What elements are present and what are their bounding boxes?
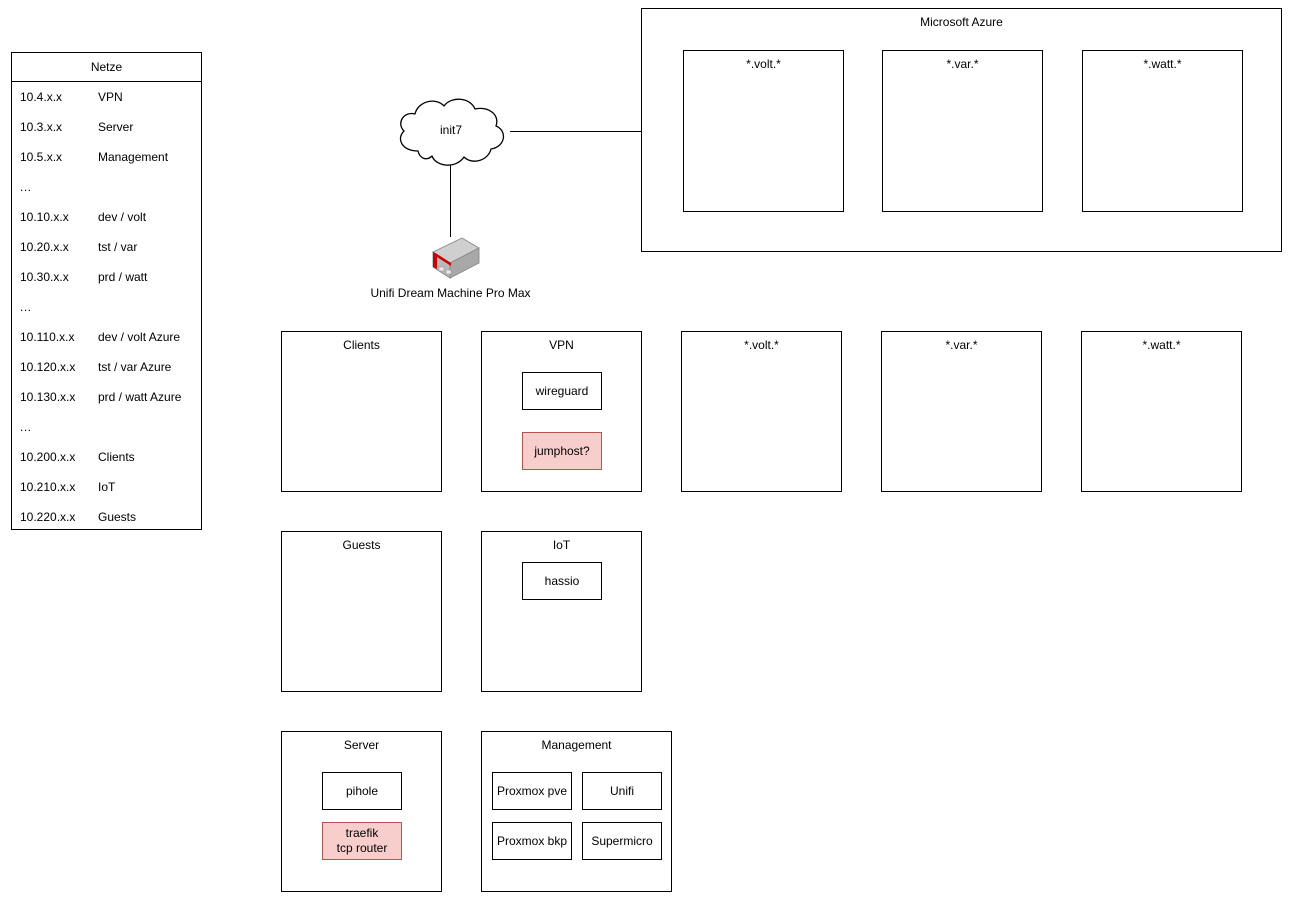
azure-env-var: *.var.* <box>882 50 1043 212</box>
table-row-separator: ... <box>12 412 201 442</box>
service-label: Supermicro <box>591 833 653 848</box>
service-label: pihole <box>345 783 379 798</box>
netze-cidr: 10.10.x.x <box>20 210 69 224</box>
zone-title: Management <box>541 738 612 752</box>
table-row: 10.120.x.x tst / var Azure <box>12 352 201 382</box>
azure-env-watt: *.watt.* <box>1082 50 1243 212</box>
netze-cidr: 10.4.x.x <box>20 90 63 104</box>
table-row: 10.210.x.x IoT <box>12 472 201 502</box>
netze-cidr: ... <box>20 420 32 434</box>
zone-title: *.volt.* <box>744 338 779 352</box>
service-label: Proxmox bkp <box>496 833 568 848</box>
table-row: 10.200.x.x Clients <box>12 442 201 472</box>
zone-clients: Clients <box>281 331 442 492</box>
connector-init7-to-gateway <box>450 165 451 237</box>
service-hassio[interactable]: hassio <box>522 562 602 600</box>
netze-cidr: 10.210.x.x <box>20 480 76 494</box>
netze-label: Management <box>98 150 169 164</box>
zone-title: Server <box>343 738 380 752</box>
service-wireguard[interactable]: wireguard <box>522 372 602 410</box>
azure-env-title: *.var.* <box>946 57 979 71</box>
netze-table-header: Netze <box>12 53 201 82</box>
service-label: hassio <box>544 573 580 588</box>
netze-label: dev / volt Azure <box>98 330 181 344</box>
service-label: jumphost? <box>534 443 590 458</box>
netze-label: dev / volt <box>98 210 147 224</box>
zone-watt: *.watt.* <box>1081 331 1242 492</box>
netze-label: tst / var Azure <box>98 360 172 374</box>
table-row: 10.20.x.x tst / var <box>12 232 201 262</box>
service-label: Unifi <box>609 783 634 798</box>
netze-label: Guests <box>98 510 137 524</box>
table-row: 10.10.x.x dev / volt <box>12 202 201 232</box>
zone-title: Clients <box>343 338 380 352</box>
table-row-separator: ... <box>12 292 201 322</box>
azure-container: Microsoft Azure *.volt.* *.var.* *.watt.… <box>641 8 1282 252</box>
netze-cidr: 10.220.x.x <box>20 510 76 524</box>
table-row: 10.130.x.x prd / watt Azure <box>12 382 201 412</box>
zone-management: Management Proxmox pve Unifi Proxmox bkp… <box>481 731 672 892</box>
table-row: 10.30.x.x prd / watt <box>12 262 201 292</box>
netze-cidr: 10.5.x.x <box>20 150 63 164</box>
firewall-appliance-icon <box>432 237 480 279</box>
zone-title: VPN <box>549 338 574 352</box>
table-row: 10.5.x.x Management <box>12 142 201 172</box>
gateway-caption: Unifi Dream Machine Pro Max <box>370 286 531 300</box>
gateway-device <box>418 236 482 284</box>
service-proxmox-pve[interactable]: Proxmox pve <box>492 772 572 810</box>
zone-title: *.watt.* <box>1142 338 1181 352</box>
service-supermicro[interactable]: Supermicro <box>582 822 662 860</box>
netze-cidr: 10.3.x.x <box>20 120 63 134</box>
netze-cidr: 10.110.x.x <box>20 330 75 344</box>
table-row: 10.4.x.x VPN <box>12 82 201 112</box>
zone-title: Guests <box>342 538 381 552</box>
service-label: Proxmox pve <box>496 783 568 798</box>
service-label: wireguard <box>535 383 589 398</box>
table-row: 10.3.x.x Server <box>12 112 201 142</box>
netze-label: VPN <box>98 90 123 104</box>
netze-cidr: ... <box>20 180 32 194</box>
zone-title: *.var.* <box>945 338 978 352</box>
zone-var: *.var.* <box>881 331 1042 492</box>
connector-init7-to-azure <box>510 131 642 132</box>
table-row-separator: ... <box>12 172 201 202</box>
table-row: 10.220.x.x Guests <box>12 502 201 532</box>
zone-guests: Guests <box>281 531 442 692</box>
netze-label: prd / watt <box>98 270 148 284</box>
service-pihole[interactable]: pihole <box>322 772 402 810</box>
netze-label: tst / var <box>98 240 138 254</box>
zone-iot: IoT hassio <box>481 531 642 692</box>
azure-env-title: *.volt.* <box>746 57 781 71</box>
netze-cidr: 10.120.x.x <box>20 360 76 374</box>
init7-cloud: init7 <box>388 95 514 173</box>
netze-label: prd / watt Azure <box>98 390 182 404</box>
netze-cidr: 10.130.x.x <box>20 390 76 404</box>
netze-cidr: 10.30.x.x <box>20 270 69 284</box>
azure-env-title: *.watt.* <box>1143 57 1182 71</box>
netze-table: Netze 10.4.x.x VPN 10.3.x.x Server 10.5.… <box>11 52 202 530</box>
netze-cidr: 10.20.x.x <box>20 240 69 254</box>
netze-table-body: 10.4.x.x VPN 10.3.x.x Server 10.5.x.x Ma… <box>12 82 201 529</box>
netze-cidr: ... <box>20 300 32 314</box>
table-row: 10.110.x.x dev / volt Azure <box>12 322 201 352</box>
cloud-icon <box>399 98 505 166</box>
service-jumphost[interactable]: jumphost? <box>522 432 602 470</box>
netze-cidr: 10.200.x.x <box>20 450 76 464</box>
service-unifi[interactable]: Unifi <box>582 772 662 810</box>
zone-title: IoT <box>552 538 571 552</box>
azure-title: Microsoft Azure <box>920 15 1003 29</box>
netze-label: Server <box>98 120 134 134</box>
netze-label: IoT <box>98 480 116 494</box>
zone-volt: *.volt.* <box>681 331 842 492</box>
zone-vpn: VPN wireguard jumphost? <box>481 331 642 492</box>
azure-env-volt: *.volt.* <box>683 50 844 212</box>
init7-cloud-label: init7 <box>439 123 462 137</box>
service-proxmox-bkp[interactable]: Proxmox bkp <box>492 822 572 860</box>
netze-label: Clients <box>98 450 135 464</box>
